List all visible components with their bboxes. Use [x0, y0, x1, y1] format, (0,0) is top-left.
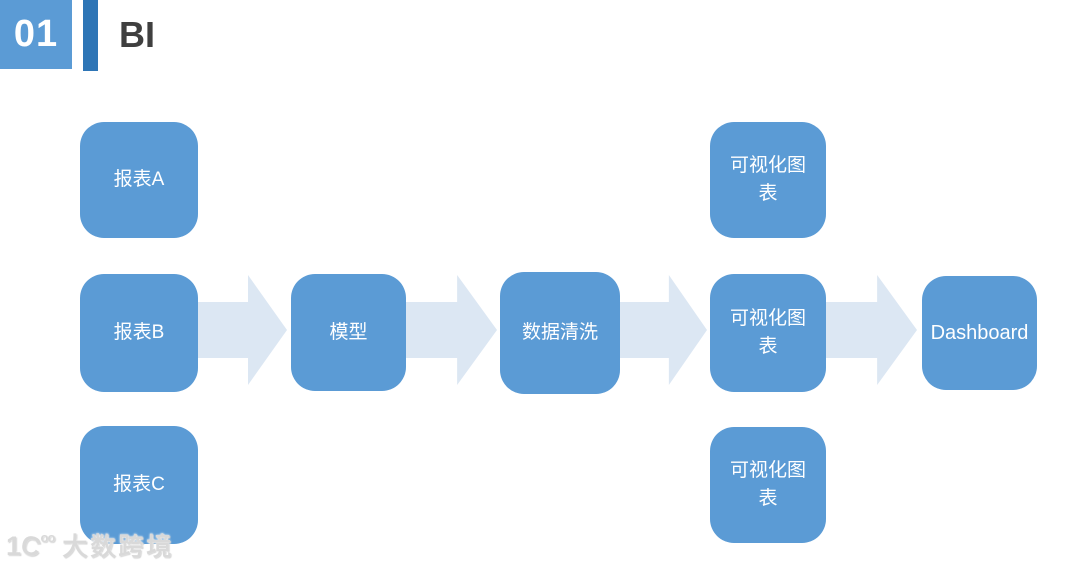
header-accent-bar: [83, 0, 98, 71]
node-label: 可视化图表: [729, 308, 806, 357]
node-label: Dashboard: [930, 321, 1029, 344]
node-viz-chart-middle: 可视化图表: [710, 274, 826, 392]
flow-arrow-cleaning-to-viz: [619, 275, 707, 385]
node-label: 可视化图表: [729, 460, 806, 509]
node-viz-chart-bottom: 可视化图表: [710, 427, 826, 543]
node-report-c: 报表C: [80, 426, 198, 544]
node-data-cleaning: 数据清洗: [500, 272, 620, 394]
node-model: 模型: [291, 274, 406, 391]
node-label: 报表C: [113, 474, 165, 496]
node-label: 数据清洗: [521, 322, 598, 344]
right-arrow-icon: [197, 275, 287, 385]
flow-arrow-reportb-to-model: [197, 275, 287, 385]
right-arrow-icon: [405, 275, 497, 385]
node-report-a: 报表A: [80, 122, 198, 238]
node-label: 报表A: [113, 169, 165, 191]
node-label: 报表B: [113, 322, 165, 344]
flow-arrow-viz-to-dashboard: [825, 275, 917, 385]
watermark-logo-one: 1: [6, 531, 22, 561]
node-label: 模型: [329, 321, 368, 343]
node-dashboard: Dashboard: [922, 276, 1037, 390]
node-report-b: 报表B: [80, 274, 198, 392]
node-viz-chart-top: 可视化图表: [710, 122, 826, 238]
flow-arrow-model-to-cleaning: [405, 275, 497, 385]
right-arrow-icon: [825, 275, 917, 385]
page-title: BI: [119, 14, 155, 55]
watermark-logo-swoosh: C: [18, 529, 44, 563]
watermark-brand-text: 大数跨境: [62, 533, 175, 561]
node-label: 可视化图表: [729, 155, 806, 204]
watermark-logo-sup: oo: [40, 530, 56, 545]
right-arrow-icon: [619, 275, 707, 385]
section-number: 01: [13, 13, 59, 55]
section-number-box: 01: [0, 0, 72, 69]
